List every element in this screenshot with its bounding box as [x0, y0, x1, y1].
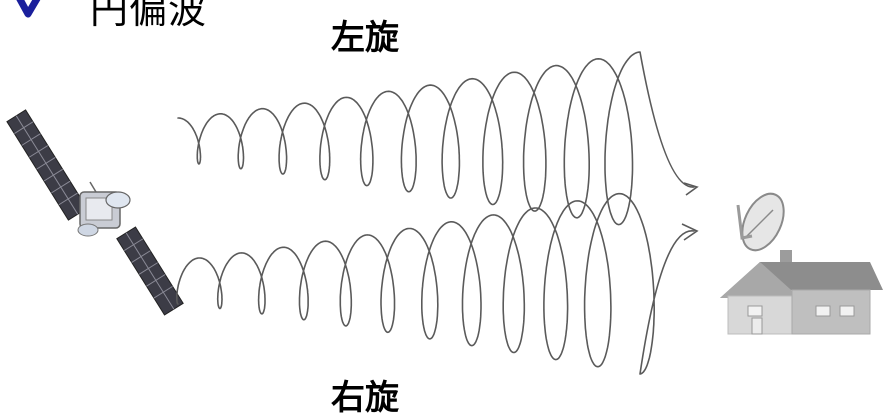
polarization-diagram	[0, 0, 883, 410]
right-hand-helix	[177, 194, 694, 374]
satellite-icon	[7, 110, 183, 315]
right-hand-arrowhead	[682, 224, 697, 240]
house-with-dish-icon	[720, 187, 883, 334]
left-hand-helix	[178, 52, 694, 225]
